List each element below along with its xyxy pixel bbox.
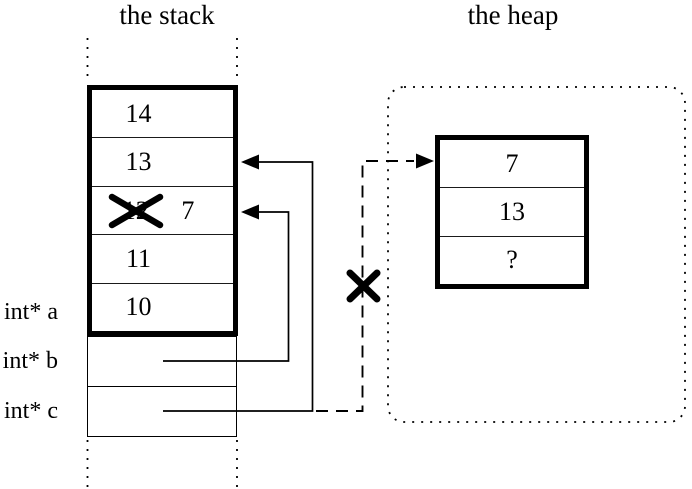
stack-cell: 13 (92, 137, 233, 185)
heap-box: 7 13 ? (435, 135, 589, 289)
heap-cell-value: 13 (499, 196, 525, 226)
heap-cell-value: ? (506, 245, 518, 275)
stack-cell: 11 (92, 234, 233, 282)
stack-cell-value: 14 (125, 98, 152, 128)
stack-cell: 14 (92, 90, 233, 137)
dangling-pointer-dashed-line (316, 160, 414, 412)
stack-box: 14 13 12 7 11 10 (87, 85, 238, 336)
heap-cell: 13 (440, 187, 584, 235)
var-label-c: int* c (4, 398, 58, 424)
stack-cell-value: 10 (125, 292, 152, 322)
pointer-b-arrowhead (241, 204, 259, 220)
invalid-pointer-x-icon (346, 269, 381, 303)
heap-cell: 7 (440, 140, 584, 187)
stack-cell-new-value: 7 (181, 195, 195, 225)
stack-cell: 10 (92, 282, 233, 331)
var-label-a: int* a (4, 299, 58, 325)
pointer-row-b (88, 337, 236, 386)
heap-cell-value: 7 (505, 148, 519, 178)
pointer-c-arrowhead (241, 154, 259, 170)
stack-title: the stack (119, 0, 215, 30)
stack-cell-value: 11 (125, 243, 152, 273)
stack-cell-value: 13 (125, 147, 152, 177)
heap-cell: ? (440, 235, 584, 284)
stack-cell-overwritten: 12 7 (92, 185, 233, 234)
heap-title: the heap (467, 0, 559, 30)
pointer-variable-rows (87, 336, 237, 437)
var-label-b: int* b (2, 348, 58, 374)
pointer-row-c (88, 386, 236, 436)
dangling-pointer-arrowhead (416, 153, 434, 169)
stack-cell-old-value: 12 (122, 195, 149, 225)
